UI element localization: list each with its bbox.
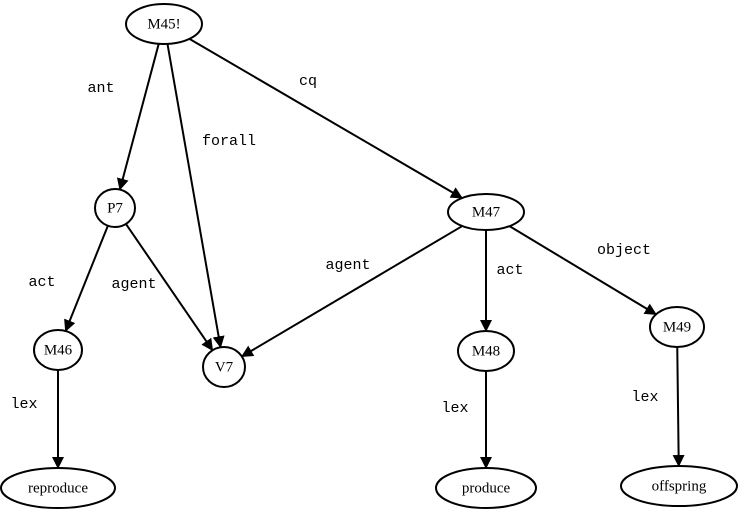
node-m49: M49 [649, 306, 705, 348]
edge-object-M47-M49 [508, 225, 657, 316]
edge-label-ant: ant [87, 80, 114, 97]
edge-act-P7-M46 [64, 225, 109, 332]
node-m47: M47 [447, 193, 525, 231]
edge-cq-M45-M47 [188, 37, 463, 199]
node-ellipse [125, 3, 203, 45]
node-label: M46 [44, 342, 73, 358]
edge-label-forall: forall [202, 133, 256, 150]
node-label: M45! [147, 16, 180, 32]
node-ellipse [620, 465, 738, 507]
node-m48: M48 [457, 330, 515, 372]
node-v7: V7 [202, 346, 246, 388]
node-ellipse [94, 188, 136, 228]
edge-label-object: object [597, 242, 651, 259]
node-ellipse [457, 330, 515, 372]
node-label: M49 [663, 319, 691, 335]
edge-label-act: act [496, 262, 523, 279]
edge-agent-P7-V7 [125, 223, 214, 352]
node-produce: produce [435, 467, 537, 509]
node-label: P7 [107, 200, 123, 216]
edge-forall-M45-V7 [166, 43, 225, 349]
edge-label-agent: agent [111, 276, 156, 293]
node-m45: M45! [125, 3, 203, 45]
edge-lex-M49-offspring [672, 346, 685, 468]
node-label: M48 [472, 343, 500, 359]
node-ellipse [0, 467, 116, 509]
node-ellipse [649, 306, 705, 348]
node-ellipse [447, 193, 525, 231]
edge-ant-M45-P7 [116, 43, 160, 191]
node-p7: P7 [94, 188, 136, 228]
edge-label-lex: lex [10, 396, 37, 413]
node-reproduce: reproduce [0, 467, 116, 509]
node-ellipse [202, 346, 246, 388]
node-label: produce [462, 480, 511, 496]
node-ellipse [33, 329, 83, 371]
node-label: V7 [215, 359, 234, 375]
edge-label-agent: agent [325, 257, 370, 274]
node-ellipse [435, 467, 537, 509]
edge-agent-M47-V7 [240, 225, 463, 358]
edge-label-lex: lex [631, 389, 658, 406]
node-label: reproduce [28, 480, 88, 496]
node-offspring: offspring [620, 465, 738, 507]
node-label: M47 [472, 204, 501, 220]
edge-label-cq: cq [299, 73, 317, 90]
edge-label-act: act [28, 274, 55, 291]
edge-label-lex: lex [441, 400, 468, 417]
node-m46: M46 [33, 329, 83, 371]
node-label: offspring [652, 478, 707, 494]
